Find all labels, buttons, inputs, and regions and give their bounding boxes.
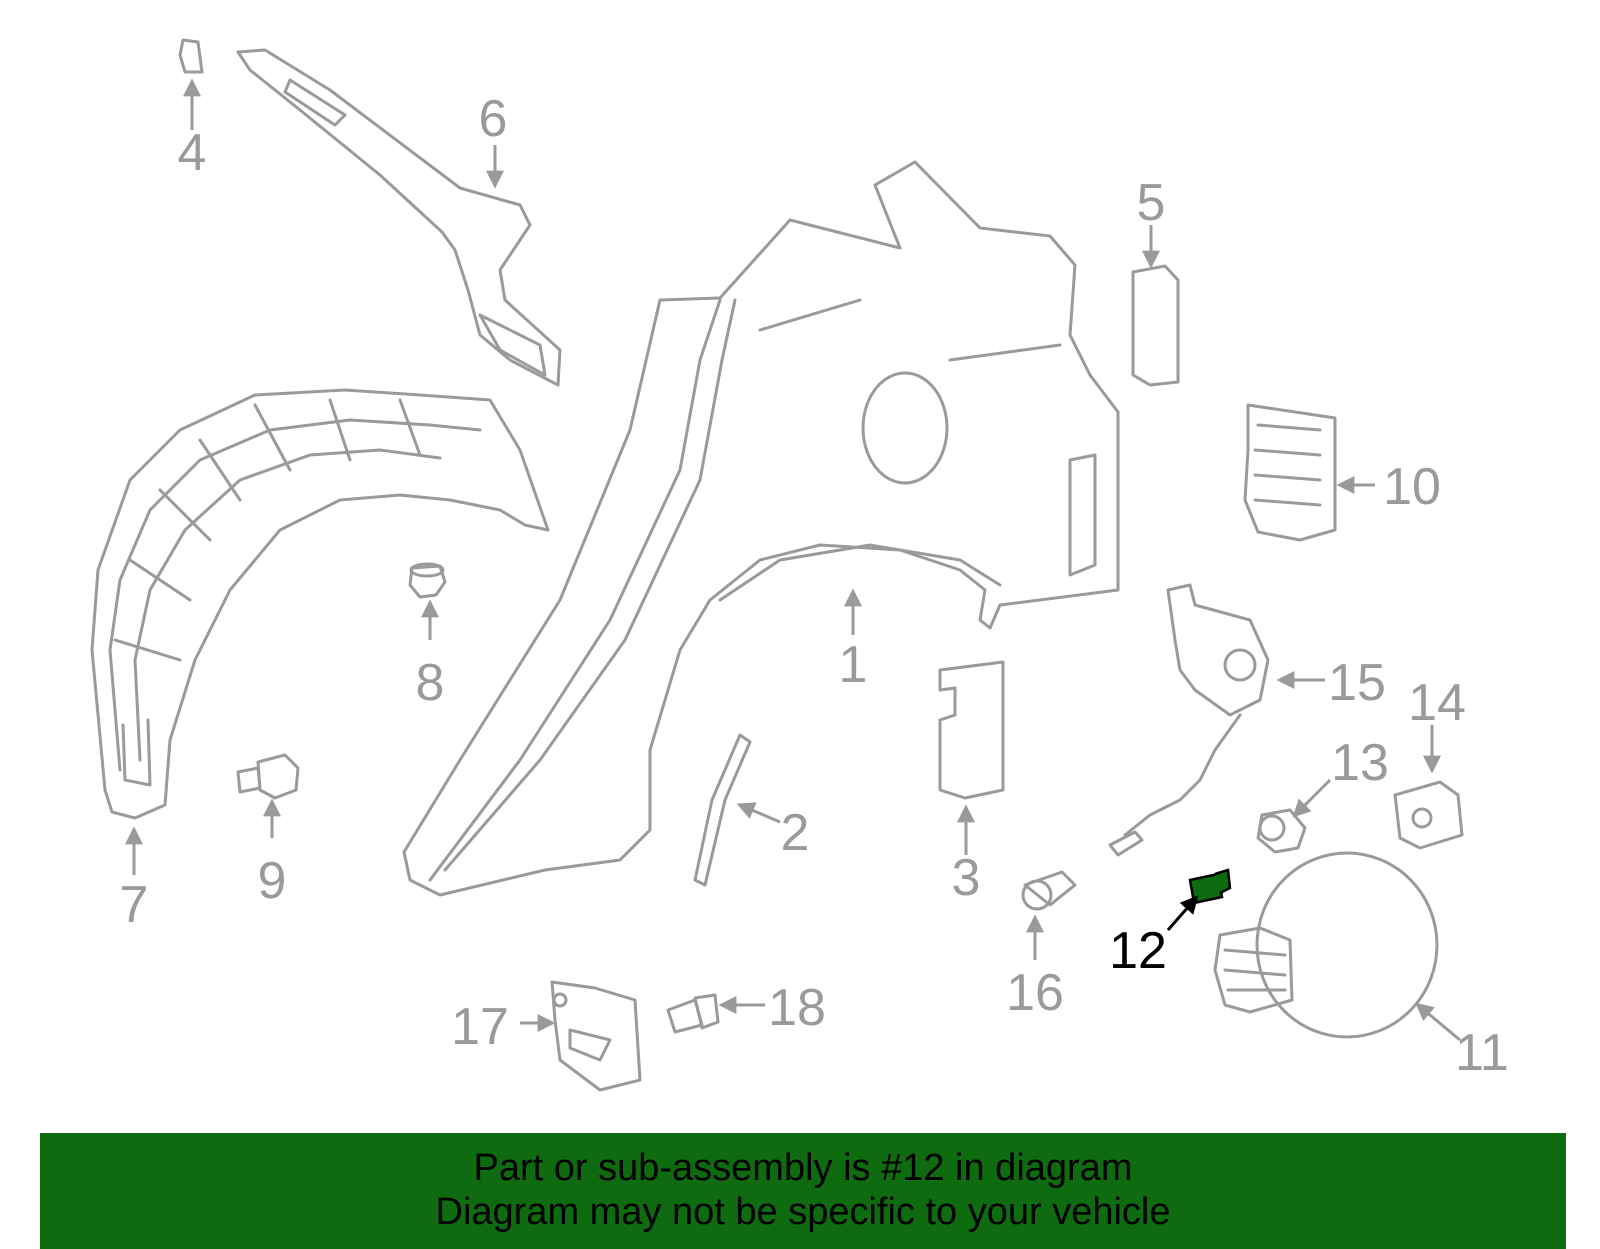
callout-10: 10 bbox=[1383, 458, 1441, 516]
callout-3: 3 bbox=[952, 849, 981, 907]
part-7-wheelhouse-liner bbox=[90, 388, 550, 820]
part-8-clip bbox=[408, 562, 447, 599]
part-17-bracket bbox=[550, 980, 642, 1092]
callout-13: 13 bbox=[1331, 734, 1389, 792]
callout-12: 12 bbox=[1109, 922, 1167, 980]
part-6-bracket bbox=[236, 48, 562, 387]
callout-6: 6 bbox=[479, 90, 508, 148]
callout-8: 8 bbox=[416, 654, 445, 712]
part-13-clip bbox=[1256, 808, 1307, 854]
part-2-moulding bbox=[693, 733, 752, 887]
part-18-clip bbox=[666, 993, 720, 1034]
callout-15: 15 bbox=[1328, 654, 1386, 712]
callout-5: 5 bbox=[1137, 174, 1166, 232]
part-10-fuel-housing bbox=[1243, 403, 1337, 542]
callout-16: 16 bbox=[1006, 964, 1064, 1022]
callout-7: 7 bbox=[120, 876, 149, 934]
part-11-fuel-door bbox=[1213, 851, 1439, 1039]
info-banner: Part or sub-assembly is #12 in diagram D… bbox=[40, 1133, 1566, 1249]
callout-17: 17 bbox=[451, 998, 509, 1056]
callout-4: 4 bbox=[178, 124, 207, 182]
part-4-clip bbox=[178, 38, 204, 74]
banner-line-1: Part or sub-assembly is #12 in diagram bbox=[473, 1147, 1133, 1189]
part-15-cable-opener bbox=[1108, 583, 1270, 857]
callout-9: 9 bbox=[258, 852, 287, 910]
callout-14: 14 bbox=[1408, 674, 1466, 732]
callout-1: 1 bbox=[839, 636, 868, 694]
callout-18: 18 bbox=[768, 979, 826, 1037]
banner-line-2: Diagram may not be specific to your vehi… bbox=[435, 1191, 1171, 1233]
callout-11: 11 bbox=[1455, 1024, 1509, 1082]
part-16-plug bbox=[1021, 870, 1077, 911]
part-5-pad bbox=[1131, 264, 1180, 387]
parts-diagram: 1 2 3 4 5 6 7 8 9 10 11 12 13 14 15 16 1… bbox=[90, 38, 1509, 1092]
callout-arrows bbox=[125, 78, 1461, 1042]
part-9-bolt bbox=[236, 753, 300, 800]
callout-labels: 1 2 3 4 5 6 7 8 9 10 11 12 13 14 15 16 1… bbox=[120, 90, 1509, 1082]
part-14-bracket bbox=[1393, 780, 1464, 850]
part-1-quarter-panel bbox=[402, 160, 1120, 897]
part-3-pad bbox=[938, 660, 1005, 800]
callout-2: 2 bbox=[781, 804, 810, 862]
